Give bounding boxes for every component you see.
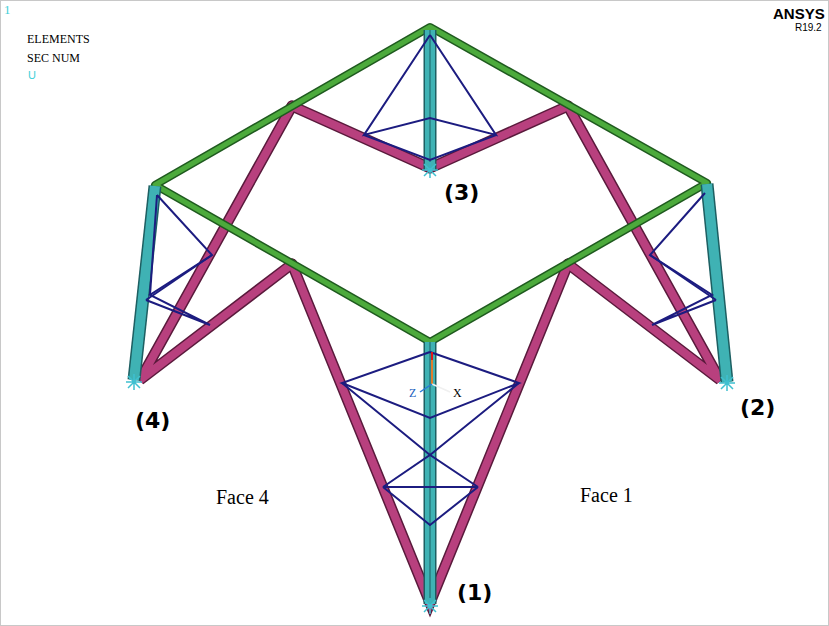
support-symbol [126,374,142,390]
plot-heading: ELEMENTS [27,33,90,45]
axis-y-tick [432,360,433,384]
brace-diamond [364,35,496,135]
leg-member [134,186,155,380]
face-label: Face 1 [580,485,633,505]
plot-option: SEC NUM [27,52,80,64]
leg-outline [134,30,727,604]
face-label: Face 4 [216,487,269,507]
leg-member [707,184,727,382]
leg-number: (3) [444,182,479,204]
bracing [146,35,716,525]
support-symbol [422,598,438,614]
symbol-key: U [28,70,36,81]
brace-member [150,195,157,295]
brace-x [650,193,716,325]
brace-chevron [342,383,519,455]
window-number: 1 [4,3,11,16]
top-frame-outline [155,27,707,342]
brace-diamond [342,352,519,418]
brace-chevron [383,487,478,525]
brace-member [650,255,716,300]
brace-member [146,255,212,300]
top-frame [155,27,707,342]
brace-member [292,264,568,603]
leg-mesh-line [430,342,431,604]
axis-label: X [453,387,462,399]
brace-fill [140,106,720,603]
leg-member [425,30,435,170]
software-name: ANSYS [773,6,825,21]
axis-y [431,352,433,384]
leg-number: (4) [135,410,170,432]
leg-member [424,342,437,604]
software-version: R19.2 [795,23,822,33]
brace-members [140,106,720,603]
leg-member [134,186,155,380]
leg-member [707,184,727,382]
support-symbol [422,162,438,178]
brace-x [146,195,212,325]
axis-triad [420,352,450,392]
supports [126,162,735,614]
support-symbol [719,375,735,391]
axis-label: Z [409,387,416,399]
brace-member [292,264,568,603]
axis-x [432,384,450,392]
leg-number: (2) [740,397,775,419]
brace-member [383,486,478,488]
leg-member [425,342,435,604]
leg-fill [134,30,727,604]
leg-mesh-line [430,30,431,170]
legs [134,30,727,604]
brace-chevron [383,455,478,487]
leg-mesh [430,30,431,604]
brace-chevron [364,135,496,160]
leg-member [424,30,437,170]
axis-z [420,384,432,392]
brace-outline [140,106,720,603]
leg-number: (1) [457,582,492,604]
